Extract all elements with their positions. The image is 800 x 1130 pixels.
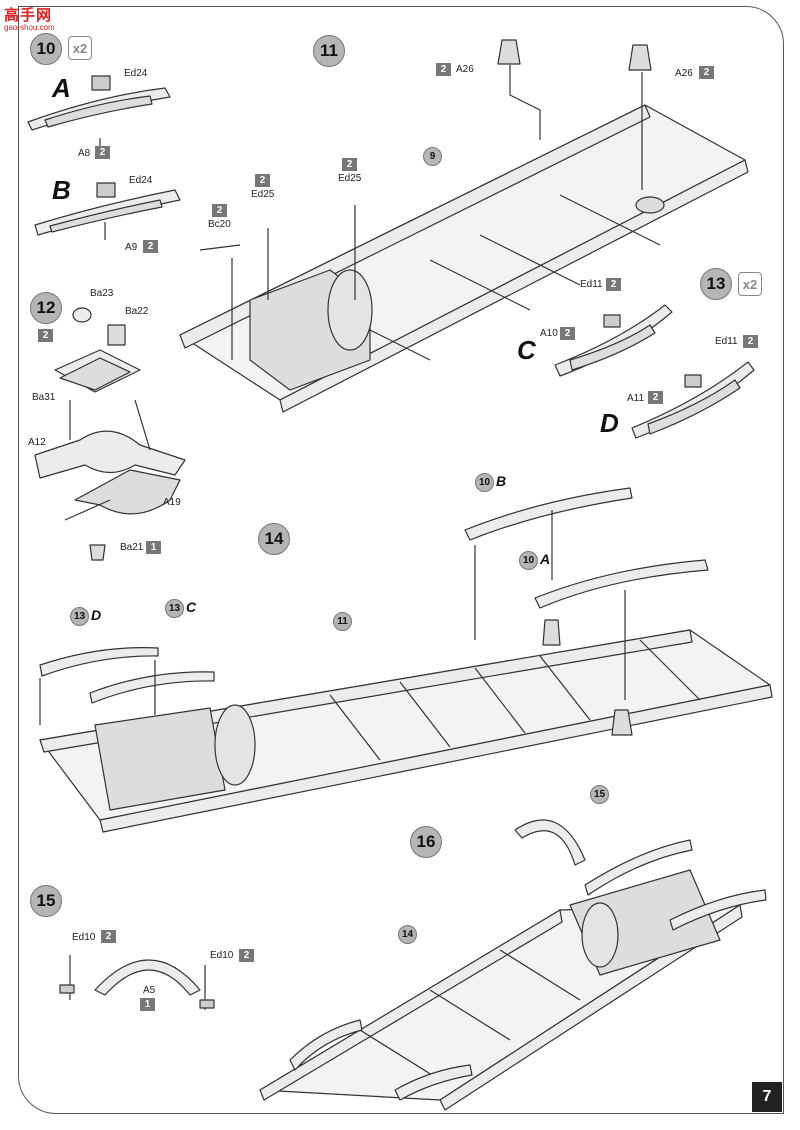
ref-9: 9 xyxy=(423,147,442,166)
part-a8: A8 xyxy=(78,148,91,159)
sprue-tag-a9: 2 xyxy=(143,240,158,253)
sprue-tag-a26-left: 2 xyxy=(436,63,451,76)
step-15-badge: 15 xyxy=(30,885,62,917)
ref-11: 11 xyxy=(333,612,352,631)
ref-13-c-variant: C xyxy=(186,599,197,615)
step-12-badge: 12 xyxy=(30,292,62,324)
variant-b-label: B xyxy=(52,175,71,205)
part-ed11-d: Ed11 xyxy=(715,336,738,347)
step-13-badge: 13 xyxy=(700,268,732,300)
sprue-tag-ed25-right: 2 xyxy=(342,158,357,171)
part-a12: A12 xyxy=(28,437,46,448)
sprue-tag-a5: 1 xyxy=(140,998,155,1011)
ref-10-a: 10 xyxy=(519,551,538,570)
part-ba22: Ba22 xyxy=(125,306,149,317)
sprue-tag-a10: 2 xyxy=(560,327,575,340)
sprue-tag-ed11-d: 2 xyxy=(743,335,758,348)
watermark-logo: 高手网 gao-shou.com xyxy=(4,4,74,34)
fender-step15-drawing xyxy=(59,955,215,1010)
page-number: 7 xyxy=(752,1082,782,1112)
step-14-badge: 14 xyxy=(258,523,290,555)
watermark-url: gao-shou.com xyxy=(4,23,55,32)
part-ed25-left: Ed25 xyxy=(251,189,275,200)
step-13-multiplier: x2 xyxy=(738,272,762,296)
watermark-text: 高手网 xyxy=(4,6,53,24)
sprue-tag-ed11-c: 2 xyxy=(606,278,621,291)
leaf-springs-step13-drawing xyxy=(554,304,755,439)
ref-10-b-variant: B xyxy=(496,473,507,489)
part-ed25-right: Ed25 xyxy=(338,173,362,184)
part-a26-left: A26 xyxy=(456,64,474,75)
part-a9: A9 xyxy=(125,242,138,253)
ref-14: 14 xyxy=(398,925,417,944)
ref-10-b: 10 xyxy=(475,473,494,492)
part-a5: A5 xyxy=(143,985,156,996)
step-11-badge: 11 xyxy=(313,35,345,67)
ref-13-c: 13 xyxy=(165,599,184,618)
ref-15: 15 xyxy=(590,785,609,804)
ref-13-d-variant: D xyxy=(91,607,102,623)
sprue-tag-step12: 2 xyxy=(38,329,53,342)
ref-10-a-variant: A xyxy=(540,551,551,567)
variant-d-label: D xyxy=(600,408,619,438)
chassis-step16-drawing xyxy=(259,819,767,1111)
part-bc20: Bc20 xyxy=(208,219,231,230)
variant-a-label: A xyxy=(52,73,71,103)
frame-step14-drawing xyxy=(39,487,773,833)
part-ba21: Ba21 xyxy=(120,542,144,553)
leaf-spring-b-drawing xyxy=(34,182,181,240)
step-16-badge: 16 xyxy=(410,826,442,858)
part-ba23: Ba23 xyxy=(90,288,114,299)
part-ed24-b: Ed24 xyxy=(129,175,153,186)
frame-step11-drawing xyxy=(179,39,749,413)
sprue-tag-a26-right: 2 xyxy=(699,66,714,79)
part-ed24-a: Ed24 xyxy=(124,68,148,79)
step-10-badge: 10 xyxy=(30,33,62,65)
ref-13-d: 13 xyxy=(70,607,89,626)
part-a26-right: A26 xyxy=(675,68,693,79)
sprue-tag-ba21: 1 xyxy=(146,541,161,554)
variant-c-label: C xyxy=(517,335,536,365)
sprue-tag-a8: 2 xyxy=(95,146,110,159)
sprue-tag-ed10-left: 2 xyxy=(101,930,116,943)
part-ba31: Ba31 xyxy=(32,392,56,403)
housing-step12-drawing xyxy=(34,307,186,561)
step-10-multiplier: x2 xyxy=(68,36,92,60)
part-a19: A19 xyxy=(163,497,181,508)
part-a11: A11 xyxy=(627,393,645,404)
part-ed11-c: Ed11 xyxy=(580,279,603,290)
sprue-tag-bc20: 2 xyxy=(212,204,227,217)
sprue-tag-a11: 2 xyxy=(648,391,663,404)
leaf-spring-a-drawing xyxy=(27,75,171,150)
part-a10: A10 xyxy=(540,328,558,339)
part-ed10-left: Ed10 xyxy=(72,932,96,943)
part-ed10-right: Ed10 xyxy=(210,950,234,961)
sprue-tag-ed10-right: 2 xyxy=(239,949,254,962)
sprue-tag-ed25-left: 2 xyxy=(255,174,270,187)
page-frame xyxy=(18,6,784,1114)
